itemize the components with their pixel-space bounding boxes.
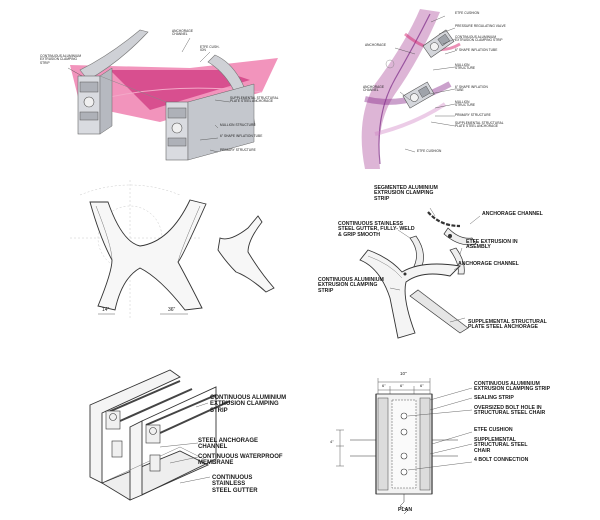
dim-c: 6" xyxy=(420,383,424,388)
label-primary-structure: PRIMARY STRUCTURE xyxy=(220,148,256,152)
node-outline-drawing xyxy=(70,180,275,320)
label-steel-chair: SUPPLEMENTAL STRUCTURAL STEEL CHAIR xyxy=(474,437,528,454)
label-clamping-strip-3: CONTINUOUS ALUMINIUM EXTRUSION CLAMPING … xyxy=(318,277,384,294)
gutter-section-drawing xyxy=(89,369,231,501)
node-assembly-drawing xyxy=(359,207,481,339)
label-clamping-strip-5: CONTINUOUS ALUMINIUM EXTRUSION CLAMPING … xyxy=(474,381,551,393)
label-clamping-strip-2: CONTINUOUS ALUMINIUM EXTRUSION CLAMPING … xyxy=(455,35,503,43)
curved-etfe-drawing xyxy=(361,9,461,169)
plan-detail-drawing xyxy=(336,378,473,515)
dim-b: 6" xyxy=(400,383,404,388)
label-anchorage-channel-2: ANCHORAGE CHANNEL xyxy=(363,85,384,93)
label-mullion-structure: MULLION STRUCTURE xyxy=(220,123,256,127)
panel-node-outline: 14" 36" xyxy=(60,180,310,320)
label-inflation-tube: 6" SHAPE INFLATION TUBE xyxy=(220,134,263,138)
label-clamping-strip: CONTINUOUS ALUMINIUM EXTRUSION CLAMPING … xyxy=(40,54,82,65)
label-etfe-cushion: ETFE CUSH- ION xyxy=(200,45,220,53)
dim-left: 14" xyxy=(102,307,110,313)
label-supplemental-plate: SUPPLEMENTAL STRUCTURAL PLATE STEEL ANCH… xyxy=(230,96,279,104)
label-steel-anchorage: STEEL ANCHORAGE CHANNEL xyxy=(198,438,259,451)
label-waterproof-membrane: CONTINUOUS WATERPROOF MEMBRANE xyxy=(198,454,283,467)
panel-plan-detail: 10" 6" 6" 6" 4" CONTINUOUS ALUMINIUM EXT… xyxy=(330,370,600,520)
dim-a: 6" xyxy=(382,383,386,388)
caption-plan: PLAN xyxy=(398,507,413,513)
label-anchorage-channel: ANCHORAGE CHANNEL xyxy=(172,29,193,37)
dim-total: 10" xyxy=(400,371,407,376)
label-etfe-extrusion: ETFE EXTRUSION IN ASEMBLY xyxy=(466,239,518,251)
label-anchorage: ANCHORAGE xyxy=(365,43,386,47)
dim-d: 4" xyxy=(330,439,334,444)
panel-mullion-perspective: ANCHORAGE CHANNEL ETFE CUSH- ION CONTINU… xyxy=(40,10,302,170)
panel-gutter-section: CONTINUOUS ALUMINIUM EXTRUSION CLAMPING … xyxy=(20,355,320,515)
label-anchorage-channel-3: ANCHORAGE CHANNEL xyxy=(482,211,543,217)
label-sealing-strip: SEALING STRIP xyxy=(474,395,514,401)
label-anchorage-channel-4: ANCHORAGE CHANNEL xyxy=(458,261,519,267)
label-inflation-tube-2: 6" SHAPE INFLATION TUBE xyxy=(455,48,498,52)
mullion-perspective-drawing xyxy=(67,29,278,161)
label-primary-structure-2: PRIMARY STRUCTURE xyxy=(455,113,491,117)
label-pressure-valve: PRESSURE REGULATING VALVE xyxy=(455,24,506,28)
dim-right: 36" xyxy=(168,307,176,313)
label-inflation-tube-3: 6" SHAPE INFLATION TUBE xyxy=(455,85,488,93)
label-supplemental-plate-2: SUPPLEMENTAL STRUCTURAL PLATE STEEL ANCH… xyxy=(455,121,504,129)
label-etfe-cushion-plan: ETFE CUSHION xyxy=(474,427,513,433)
label-supplemental-plate-3: SUPPLEMENTAL STRUCTURAL PLATE STEEL ANCH… xyxy=(468,319,547,331)
label-etfe-cushion-top: ETFE CUSHION xyxy=(455,11,480,15)
label-etfe-cushion-bottom: ETFE CUSHION xyxy=(417,149,442,153)
label-stainless-gutter: CONTINUOUS STAINLESS STEEL GUTTER, FULLY… xyxy=(338,221,415,238)
label-bolt-connection: 4 BOLT CONNECTION xyxy=(474,457,529,463)
panel-node-assembly: SEGMENTED ALUMINIUM EXTRUSION CLAMPING S… xyxy=(310,178,600,348)
label-oversized-bolt-hole: OVERSIZED BOLT HOLE IN STRUCTURAL STEEL … xyxy=(474,405,546,417)
label-mullion-structure-3: MULLION STRUCTURE xyxy=(455,100,476,108)
label-stainless-gutter-2: CONTINUOUS STAINLESS STEEL GUTTER xyxy=(212,475,258,494)
label-mullion-structure-2: MULLION STRUCTURE xyxy=(455,63,476,71)
label-clamping-strip-4: CONTINUOUS ALUMINIUM EXTRUSION CLAMPING … xyxy=(210,395,287,414)
panel-curved-etfe-detail: ETFE CUSHION PRESSURE REGULATING VALVE C… xyxy=(335,4,600,174)
label-segmented-strip: SEGMENTED ALUMINIUM EXTRUSION CLAMPING S… xyxy=(374,185,438,202)
